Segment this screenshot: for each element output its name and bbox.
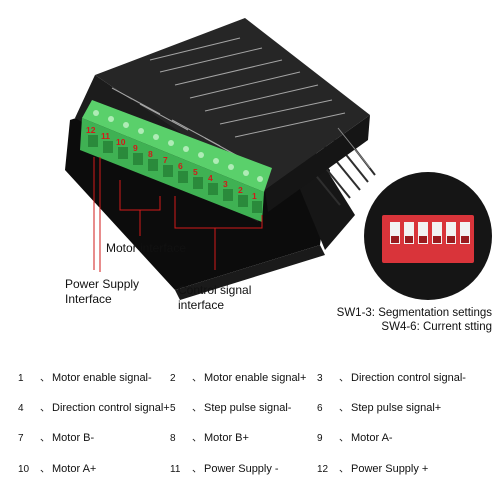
list-item: 8、Motor B+ bbox=[170, 429, 350, 444]
power-supply-label-line1: Power Supply bbox=[65, 277, 140, 291]
pin-label: Motor A+ bbox=[52, 463, 97, 475]
pin-number: 12 bbox=[317, 464, 329, 475]
pin-label: Step pulse signal- bbox=[204, 402, 292, 414]
list-item: 10 、Motor A+ bbox=[18, 460, 198, 475]
pin-number: 3 bbox=[317, 373, 323, 384]
terminal-number: 2 bbox=[238, 185, 243, 195]
sw4-6-note: SW4-6: Current stting bbox=[381, 321, 492, 333]
list-item: 12 、Power Supply + bbox=[317, 460, 497, 475]
pin-separator: 、 bbox=[192, 373, 202, 384]
pin-label: Direction control signal- bbox=[351, 372, 466, 384]
list-item: 1 、Motor enable signal- bbox=[18, 369, 198, 384]
pin-label: Direction control signal+ bbox=[52, 402, 170, 414]
pin-separator: 、 bbox=[339, 373, 349, 384]
pin-label: Step pulse signal+ bbox=[351, 402, 442, 414]
terminal-number: 7 bbox=[163, 155, 168, 165]
pin-number: 4 bbox=[18, 403, 24, 414]
list-item: 9 、Motor A- bbox=[317, 429, 497, 444]
pin-label: Power Supply + bbox=[351, 463, 429, 475]
pin-label: Motor enable signal- bbox=[52, 372, 152, 384]
pin-separator: 、 bbox=[40, 433, 50, 444]
pin-separator: 、 bbox=[40, 373, 50, 384]
pin-separator: 、 bbox=[192, 403, 202, 414]
pin-separator: 、 bbox=[192, 464, 202, 475]
motor-interface-label: Motor interface bbox=[106, 241, 187, 255]
pin-label: Motor B+ bbox=[204, 432, 249, 444]
terminal-number: 1 bbox=[252, 191, 257, 201]
callout-lines bbox=[93, 157, 263, 272]
terminal-number: 11 bbox=[101, 131, 110, 141]
dip-switch-zoom bbox=[337, 127, 492, 300]
control-signal-label-line1: Control signal bbox=[178, 283, 252, 297]
terminal-number: 9 bbox=[133, 143, 138, 153]
terminal-number: 12 bbox=[86, 125, 96, 135]
list-item: 6 、Step pulse signal+ bbox=[317, 399, 497, 414]
pin-label: Motor A- bbox=[351, 432, 393, 444]
pin-number: 10 bbox=[18, 464, 30, 475]
list-item: 5、Step pulse signal- bbox=[170, 399, 350, 414]
pin-separator: 、 bbox=[339, 433, 349, 444]
terminal-number: 3 bbox=[223, 179, 228, 189]
pin-number: 2 bbox=[170, 373, 176, 384]
pin-number: 8 bbox=[170, 433, 176, 444]
control-signal-label-line2: interface bbox=[178, 298, 225, 312]
pin-separator: 、 bbox=[339, 464, 349, 475]
list-item: 3 、Direction control signal- bbox=[317, 369, 497, 384]
pin-number: 7 bbox=[18, 433, 24, 444]
pin-separator: 、 bbox=[40, 464, 50, 475]
pin-label: Power Supply - bbox=[204, 463, 279, 475]
pin-label: Motor enable signal+ bbox=[204, 372, 307, 384]
terminal-block bbox=[80, 100, 272, 222]
pin-number: 1 bbox=[18, 373, 24, 384]
control-signal-interface-label: Control signal interface bbox=[178, 283, 251, 313]
pin-number: 6 bbox=[317, 403, 323, 414]
pin-number: 9 bbox=[317, 433, 323, 444]
list-item: 11、Power Supply - bbox=[170, 460, 350, 475]
power-supply-label-line2: Interface bbox=[65, 292, 112, 306]
terminal-number: 4 bbox=[208, 173, 213, 183]
terminal-numbers: 12 11 10 9 8 7 6 5 4 3 2 1 bbox=[86, 125, 257, 201]
list-item: 4 、Direction control signal+ bbox=[18, 399, 198, 414]
terminal-number: 10 bbox=[116, 137, 126, 147]
sw1-3-note: SW1-3: Segmentation settings bbox=[336, 307, 492, 319]
stepper-driver-illustration: 12 11 10 9 8 7 6 5 4 3 2 1 bbox=[65, 18, 492, 300]
list-item: 2、Motor enable signal+ bbox=[170, 369, 350, 384]
terminal-number: 6 bbox=[178, 161, 183, 171]
pin-number: 11 bbox=[170, 464, 181, 475]
terminal-number: 8 bbox=[148, 149, 153, 159]
list-item: 7 、Motor B- bbox=[18, 429, 198, 444]
pin-number: 5 bbox=[170, 403, 176, 414]
terminal-number: 5 bbox=[193, 167, 198, 177]
pin-separator: 、 bbox=[40, 403, 50, 414]
pin-separator: 、 bbox=[339, 403, 349, 414]
pin-label: Motor B- bbox=[52, 432, 95, 444]
power-supply-interface-label: Power Supply Interface bbox=[65, 277, 139, 307]
pin-separator: 、 bbox=[192, 433, 202, 444]
